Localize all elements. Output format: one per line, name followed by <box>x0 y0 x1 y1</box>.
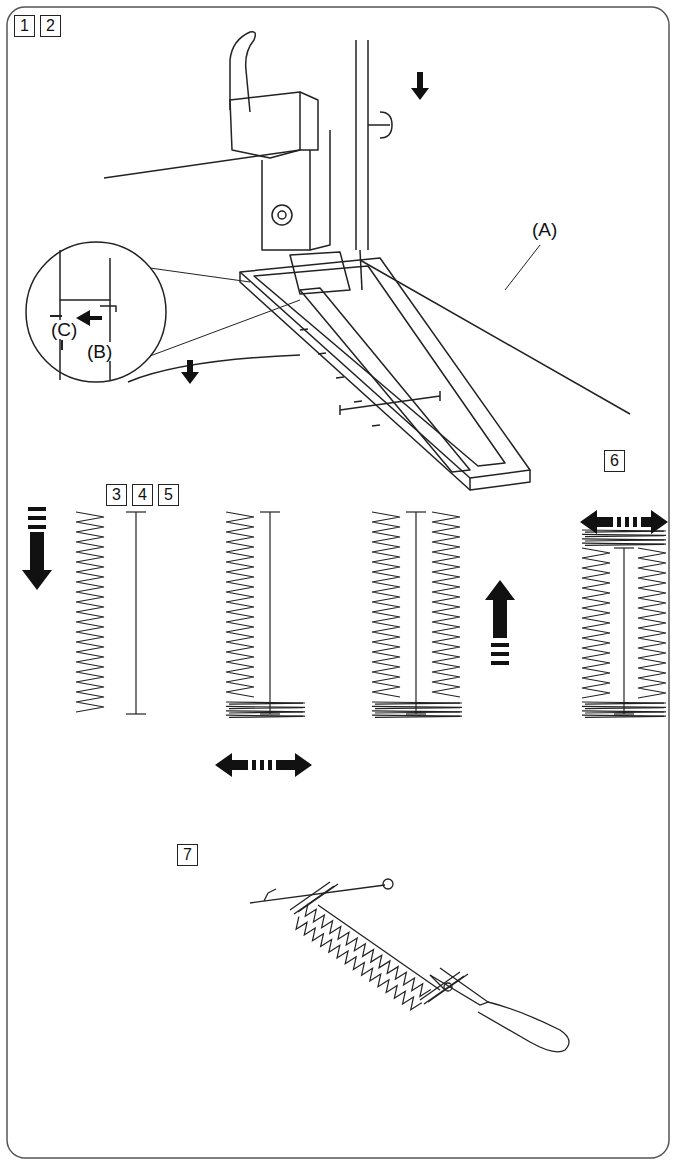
bartack-stitch <box>229 703 303 704</box>
buttonhole-stitches <box>76 512 666 1013</box>
bartack-stitch <box>375 708 460 709</box>
step-number: 5 <box>164 487 173 503</box>
step-number-box: 3 <box>106 484 127 506</box>
bartack-stitch <box>375 703 460 704</box>
part-label: (C) <box>50 320 78 339</box>
step-number: 4 <box>138 487 147 503</box>
bartack-stitch <box>375 712 460 713</box>
part-label: (B) <box>86 342 113 361</box>
bartack-stitch <box>585 716 664 717</box>
zigzag-stitch <box>226 512 254 697</box>
arrows <box>76 72 429 384</box>
step-number-box: 7 <box>177 844 198 866</box>
bartack-stitch <box>585 536 664 537</box>
zigzag-stitch <box>372 512 400 697</box>
step-number: 7 <box>183 847 192 863</box>
zigzag-stitch <box>76 512 104 712</box>
step-number: 2 <box>46 18 55 34</box>
presser-foot <box>26 32 630 490</box>
bartack-stitch <box>229 712 303 713</box>
bartack-stitch <box>585 540 664 541</box>
cut-line <box>126 713 146 714</box>
step-number-box: 5 <box>158 484 179 506</box>
bartack-stitch <box>229 708 303 709</box>
cut-line <box>406 511 426 512</box>
cut-line <box>126 511 146 512</box>
cut-line <box>415 512 416 714</box>
bartack-stitch <box>375 716 460 717</box>
zigzag-stitch <box>638 548 666 698</box>
seam-ripper <box>250 879 569 1052</box>
frame <box>7 7 669 1158</box>
cut-line <box>260 713 280 714</box>
step-number-box: 2 <box>40 15 61 37</box>
zigzag-stitch <box>432 512 460 697</box>
cut-line <box>406 713 426 714</box>
finished-buttonhole <box>292 904 431 1013</box>
step-number-box: 1 <box>14 15 35 37</box>
direction-arrows <box>22 507 668 777</box>
bartack-stitch <box>229 716 303 717</box>
bartack-stitch <box>585 544 664 545</box>
step-number: 1 <box>20 18 29 34</box>
cut-line <box>269 512 270 714</box>
cut-line <box>260 511 280 512</box>
step-number-box: 6 <box>604 450 625 472</box>
step-number: 3 <box>112 487 121 503</box>
cut-line <box>614 713 634 714</box>
cut-line <box>614 547 634 548</box>
part-label: (A) <box>531 220 558 239</box>
step-number: 6 <box>610 453 619 469</box>
step-number-box: 4 <box>132 484 153 506</box>
cut-line <box>623 548 624 714</box>
zigzag-stitch <box>582 548 610 698</box>
cut-line <box>135 512 136 714</box>
